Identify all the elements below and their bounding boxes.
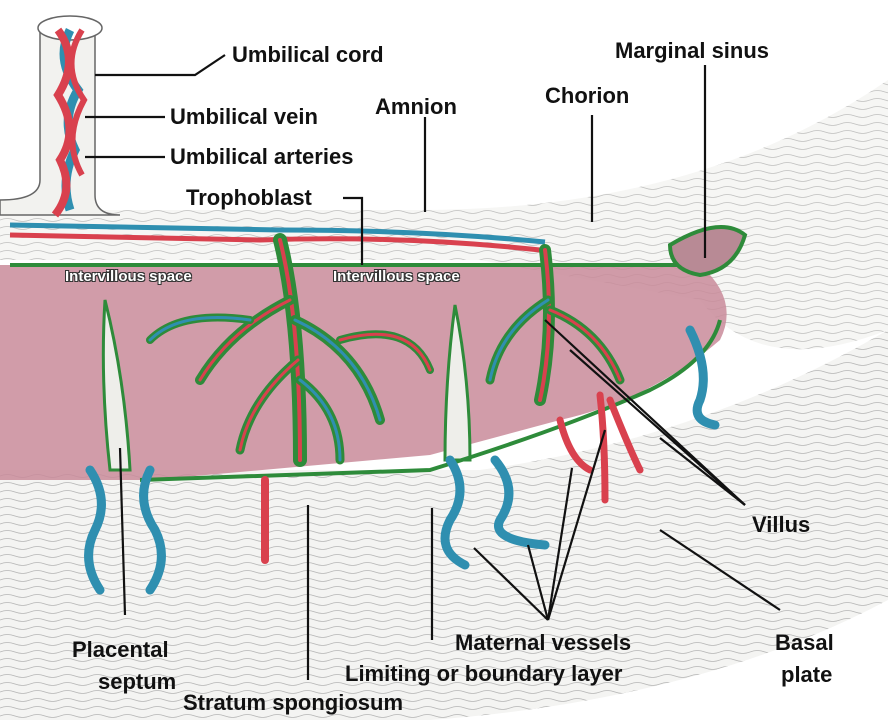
umbilical-vein-label: Umbilical vein — [170, 104, 318, 130]
intervillous-space-label-right: Intervillous space — [333, 268, 460, 286]
trophoblast-label: Trophoblast — [186, 185, 312, 211]
maternal-vessels-label: Maternal vessels — [455, 630, 631, 656]
umbilical-cord-label: Umbilical cord — [232, 42, 384, 68]
basal-plate-label-1: Basal — [775, 630, 834, 656]
villus-label: Villus — [752, 512, 810, 538]
amnion-label: Amnion — [375, 94, 457, 120]
marginal-sinus-label: Marginal sinus — [615, 38, 769, 64]
chorion-label: Chorion — [545, 83, 629, 109]
umbilical-arteries-label: Umbilical arteries — [170, 144, 353, 170]
stratum-spongiosum-label: Stratum spongiosum — [183, 690, 403, 716]
placental-septum-label-1: Placental — [72, 637, 169, 663]
intervillous-space-label-left: Intervillous space — [65, 268, 192, 286]
basal-plate-label-2: plate — [781, 662, 832, 688]
placental-septum-label-2: septum — [98, 669, 176, 695]
limiting-layer-label: Limiting or boundary layer — [345, 661, 622, 687]
